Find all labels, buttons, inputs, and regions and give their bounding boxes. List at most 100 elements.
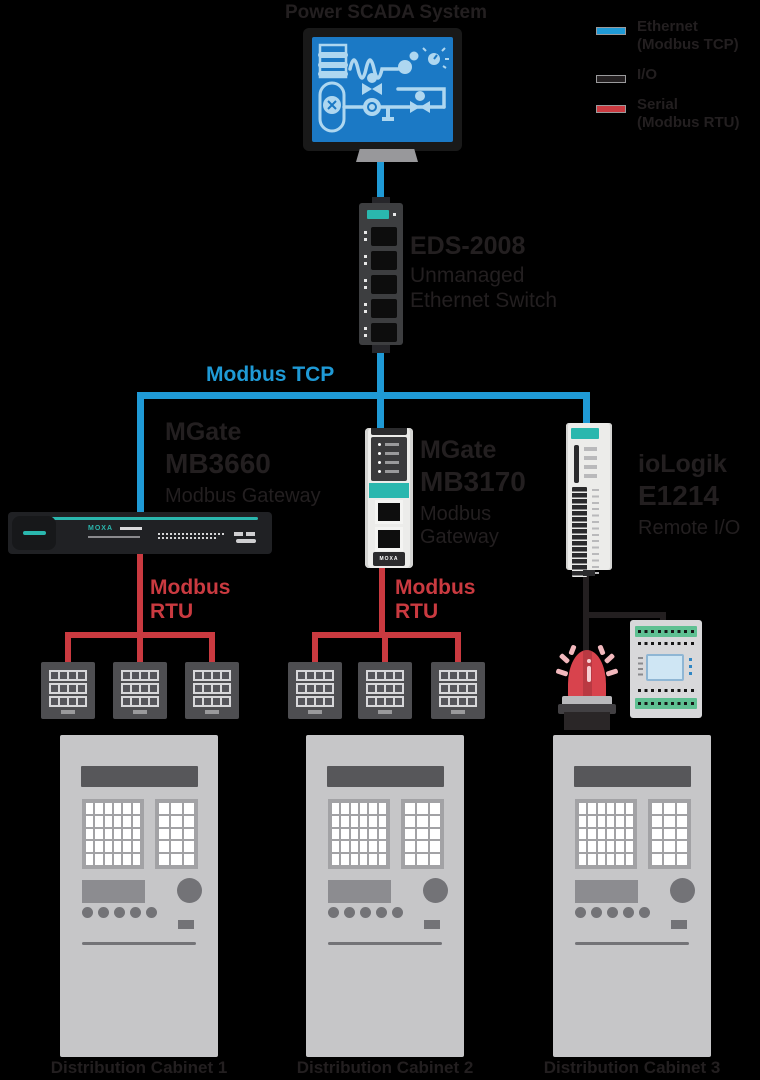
rj45-port bbox=[375, 527, 403, 551]
remote-io-label: ioLogik E1214 Remote I/O bbox=[638, 452, 740, 541]
cabinet-door-seam bbox=[575, 942, 689, 945]
cabinet-keypad bbox=[575, 799, 637, 869]
ethernet-cable bbox=[377, 150, 384, 210]
cabinet-handle bbox=[671, 920, 687, 929]
rj45-port bbox=[371, 251, 397, 270]
ethernet-cable bbox=[583, 392, 590, 427]
rack-port bbox=[236, 539, 256, 543]
serial-line-swatch bbox=[596, 105, 626, 113]
legend: Ethernet (Modbus TCP) I/O Serial (Modbus… bbox=[596, 18, 756, 132]
cabinet-keypad bbox=[82, 799, 144, 869]
cabinet-keypad bbox=[328, 799, 390, 869]
cabinet-knob bbox=[670, 878, 695, 903]
cabinet-header-panel bbox=[327, 766, 444, 787]
remote-io-desc: Remote I/O bbox=[638, 517, 741, 539]
remote-io-device bbox=[566, 423, 612, 577]
rack-label-text bbox=[88, 536, 140, 538]
legend-label: I/O bbox=[637, 66, 658, 83]
cabinet-knob bbox=[177, 878, 202, 903]
cabinet-display bbox=[328, 880, 391, 903]
distribution-cabinet bbox=[306, 735, 464, 1057]
serial-cable bbox=[137, 554, 143, 638]
io-wire bbox=[586, 612, 666, 618]
cabinet-knob bbox=[423, 878, 448, 903]
gateway-brand: MGate bbox=[165, 418, 242, 446]
power-meter bbox=[358, 662, 412, 719]
meter-lcd-display bbox=[646, 654, 684, 681]
legend-item-ethernet: Ethernet (Modbus TCP) bbox=[596, 18, 756, 54]
remote-io-slot bbox=[574, 445, 579, 483]
gateway-top-cap bbox=[371, 428, 407, 435]
rack-left-cap bbox=[12, 516, 56, 550]
rj45-port bbox=[371, 323, 397, 342]
rj45-port bbox=[375, 500, 403, 524]
cabinet-handle bbox=[424, 920, 440, 929]
rack-port bbox=[246, 532, 255, 536]
beacon-dome bbox=[568, 650, 606, 698]
remote-io-model: E1214 bbox=[638, 480, 719, 511]
legend-label: Ethernet bbox=[637, 18, 698, 35]
rj45-port bbox=[371, 299, 397, 318]
rack-led-grid bbox=[158, 533, 226, 539]
scada-screen-graphic bbox=[318, 43, 449, 133]
serial-drop bbox=[382, 632, 388, 664]
power-meter bbox=[431, 662, 485, 719]
legend-label: (Modbus RTU) bbox=[637, 114, 740, 131]
power-meter bbox=[185, 662, 239, 719]
power-meter bbox=[113, 662, 167, 719]
serial-drop bbox=[209, 632, 215, 664]
legend-label: (Modbus TCP) bbox=[637, 36, 739, 53]
remote-io-teal-sticker bbox=[571, 428, 599, 439]
cabinet-buttons bbox=[575, 907, 650, 918]
page-title: Power SCADA System bbox=[284, 2, 488, 23]
din-power-meter bbox=[630, 620, 702, 718]
gateway-model: MB3170 bbox=[420, 466, 526, 497]
monitor-stand bbox=[356, 149, 418, 162]
cabinet-label: Distribution Cabinet 2 bbox=[296, 1058, 474, 1077]
legend-item-io: I/O bbox=[596, 66, 756, 84]
rack-label-text bbox=[120, 527, 142, 530]
cabinet-header-panel bbox=[81, 766, 198, 787]
cabinet-door-seam bbox=[328, 942, 442, 945]
remote-io-foot bbox=[583, 570, 595, 576]
serial-drop bbox=[65, 632, 71, 664]
alarm-beacon-icon bbox=[555, 644, 619, 730]
gateway-led-panel bbox=[371, 437, 407, 481]
remote-io-leds bbox=[584, 447, 597, 478]
switch-mount-tab bbox=[372, 344, 390, 353]
din-gateway-device: MOXA bbox=[365, 428, 413, 568]
scada-screen bbox=[312, 37, 453, 142]
cabinet-handle bbox=[178, 920, 194, 929]
switch-led bbox=[393, 213, 396, 216]
gateway-desc: Modbus bbox=[420, 503, 492, 525]
rack-port bbox=[234, 532, 243, 536]
cabinet-label: Distribution Cabinet 1 bbox=[50, 1058, 228, 1077]
rack-gateway-device: MOXA bbox=[8, 512, 272, 554]
legend-item-serial: Serial (Modbus RTU) bbox=[596, 96, 756, 132]
ethernet-line-swatch bbox=[596, 27, 626, 35]
cabinet-display bbox=[575, 880, 638, 903]
cabinet-keypad bbox=[401, 799, 444, 869]
moxa-logo: MOXA bbox=[373, 552, 405, 566]
power-meter bbox=[41, 662, 95, 719]
switch-desc: Unmanaged bbox=[410, 264, 525, 287]
scada-monitor bbox=[303, 28, 462, 151]
switch-model: EDS-2008 bbox=[410, 232, 526, 260]
terminal-markings bbox=[592, 489, 599, 575]
ethernet-cable bbox=[377, 345, 384, 431]
switch-mount-tab bbox=[372, 197, 390, 205]
power-meter bbox=[288, 662, 342, 719]
distribution-cabinet bbox=[553, 735, 711, 1057]
distribution-cabinet bbox=[60, 735, 218, 1057]
cabinet-header-panel bbox=[574, 766, 691, 787]
serial-drop bbox=[137, 632, 143, 664]
beacon-base bbox=[562, 696, 612, 706]
switch-model-sticker bbox=[367, 210, 389, 219]
ethernet-trunk bbox=[137, 392, 590, 399]
terminal-block-column bbox=[572, 487, 587, 577]
switch-label: EDS-2008 Unmanaged Ethernet Switch bbox=[410, 234, 557, 315]
gateway-teal-band bbox=[369, 483, 409, 498]
cabinet-keypad bbox=[648, 799, 691, 869]
